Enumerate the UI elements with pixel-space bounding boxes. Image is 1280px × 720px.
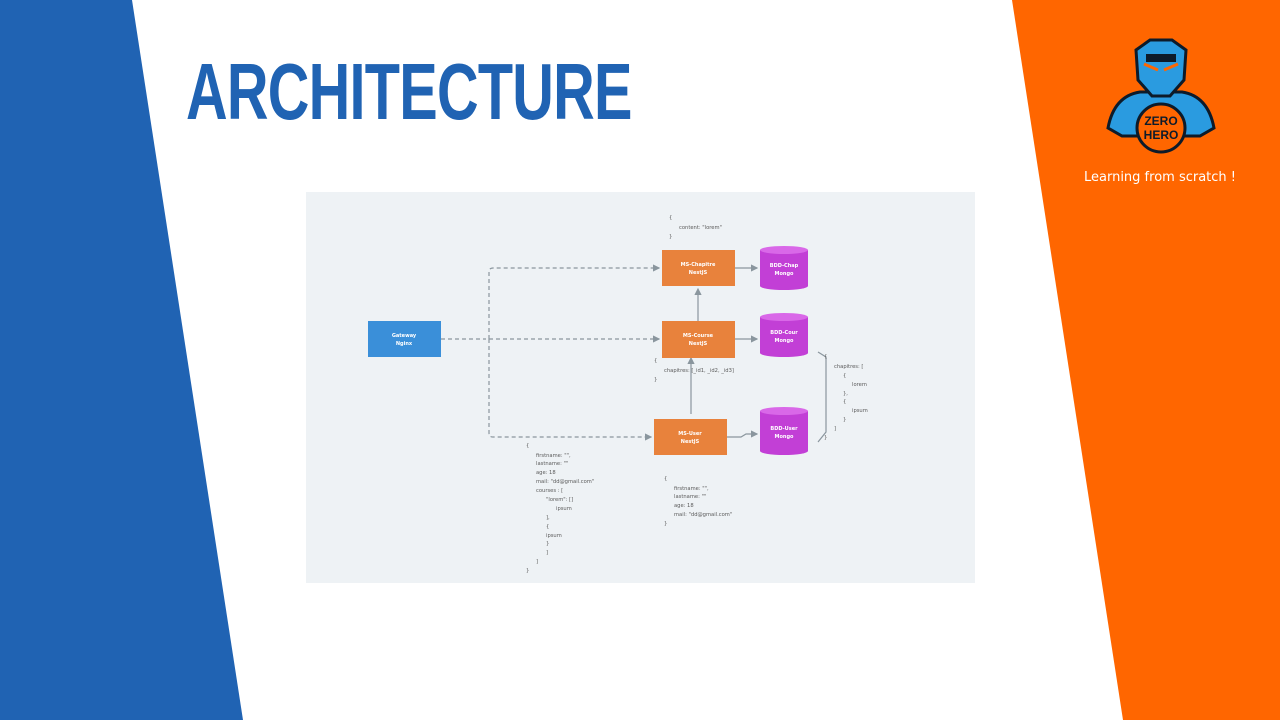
database-cour: BDD-Cour Mongo — [760, 313, 808, 357]
json-line: "lorem": [] — [546, 497, 573, 503]
json-line: mail: "dd@gmail.com" — [674, 512, 732, 518]
service-box-user: MS-User NestJS — [654, 419, 727, 455]
json-line: ipsum — [546, 533, 562, 539]
json-line: firstname: "", — [674, 486, 709, 492]
json-line: ] — [536, 559, 538, 565]
page-title: ARCHITECTURE — [186, 47, 632, 136]
json-line: courses : [ — [536, 488, 563, 494]
json-line: } — [843, 417, 846, 423]
service-connections — [687, 264, 827, 443]
json-line: { — [669, 215, 672, 221]
json-line: chapitres: [_id1, _id2, _id3] — [664, 368, 734, 374]
json-line: ] — [834, 426, 836, 432]
json-chapitre: { content: "lorem" } — [669, 215, 722, 240]
database-user-sublabel: Mongo — [775, 434, 795, 440]
json-line: { — [654, 358, 657, 364]
json-line: lastname: "" — [536, 461, 568, 467]
gateway-label: Gateway — [392, 333, 417, 339]
json-line: ] — [546, 550, 548, 556]
json-line: content: "lorem" — [679, 225, 722, 231]
json-line: } — [546, 541, 549, 547]
logo-text-hero: HERO — [1144, 128, 1179, 142]
json-line: } — [526, 568, 529, 574]
json-line: ipsum — [556, 506, 572, 512]
json-line: } — [654, 377, 657, 383]
json-line: lorem — [852, 382, 867, 388]
architecture-diagram: Gateway Nginx MS-Chapitre NestJS MS-Cour… — [306, 192, 975, 583]
database-cour-label: BDD-Cour — [770, 330, 798, 336]
service-course-sublabel: NestJS — [689, 341, 708, 347]
json-line: } — [664, 521, 667, 527]
database-cour-sublabel: Mongo — [775, 338, 795, 344]
json-course-db: { chapitres: [ { lorem }, { ipsum } ] } — [824, 354, 868, 441]
database-user-label: BDD-User — [770, 426, 798, 432]
service-chapitre-label: MS-Chapitre — [681, 262, 716, 268]
json-line: mail: "dd@gmail.com" — [536, 479, 594, 485]
json-line: }, — [843, 391, 848, 397]
json-line: { — [526, 443, 529, 449]
database-chap-sublabel: Mongo — [775, 271, 795, 277]
json-line: ipsum — [852, 408, 868, 414]
json-user-gateway: { firstname: "", lastname: "" age: 18 ma… — [526, 443, 594, 574]
json-line: age: 18 — [536, 470, 556, 476]
json-course: { chapitres: [_id1, _id2, _id3] } — [654, 358, 734, 383]
json-user: { firstname: "", lastname: "" age: 18 ma… — [664, 476, 732, 527]
service-course-label: MS-Course — [683, 333, 714, 339]
database-chap-label: BDD-Chap — [770, 263, 799, 269]
database-chap: BDD-Chap Mongo — [760, 246, 808, 290]
gateway-sublabel: Nginx — [396, 341, 413, 347]
json-line: } — [824, 435, 827, 441]
json-line: { — [824, 354, 827, 360]
json-line: { — [664, 476, 667, 482]
blue-side-band — [0, 0, 243, 720]
json-line: age: 18 — [674, 503, 694, 509]
zero-hero-logo-icon: ZERO HERO — [1106, 38, 1216, 154]
json-line: { — [843, 373, 846, 379]
service-chapitre-sublabel: NestJS — [689, 270, 708, 276]
json-line: ], — [546, 515, 550, 521]
gateway-connections — [441, 264, 661, 441]
service-box-chapitre: MS-Chapitre NestJS — [662, 250, 735, 286]
tagline: Learning from scratch ! — [1083, 170, 1236, 185]
gateway-box: Gateway Nginx — [368, 321, 441, 357]
json-line: chapitres: [ — [834, 364, 863, 370]
database-user: BDD-User Mongo — [760, 407, 808, 455]
json-line: } — [669, 234, 672, 240]
orange-side-band — [1012, 0, 1280, 720]
json-line: { — [843, 399, 846, 405]
logo-text-zero: ZERO — [1144, 114, 1177, 128]
service-user-sublabel: NestJS — [681, 439, 700, 445]
json-line: { — [546, 524, 549, 530]
service-user-label: MS-User — [678, 431, 702, 437]
json-line: firstname: "", — [536, 453, 571, 459]
json-line: lastname: "" — [674, 494, 706, 500]
service-box-course: MS-Course NestJS — [662, 321, 735, 358]
